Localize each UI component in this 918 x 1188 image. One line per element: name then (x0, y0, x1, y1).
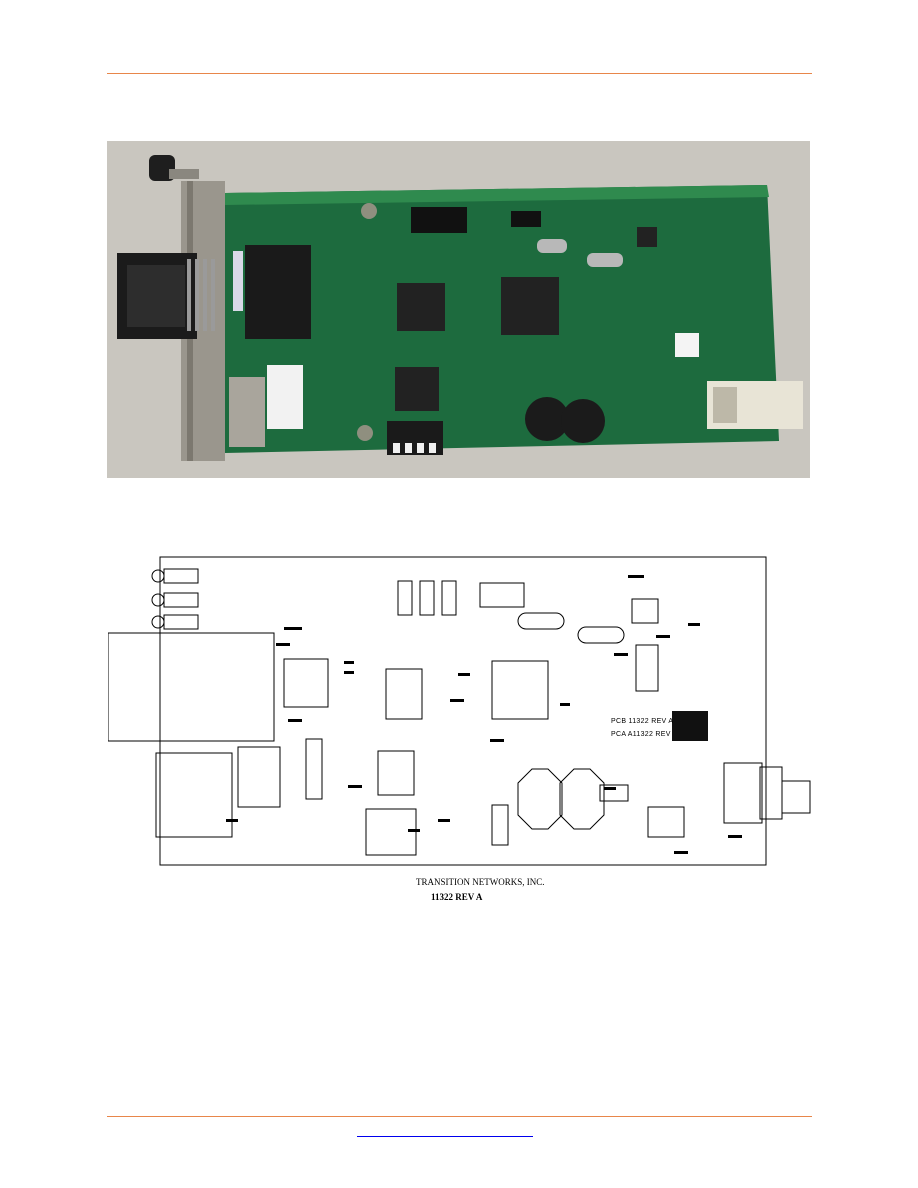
footer-link[interactable] (357, 1125, 533, 1137)
pcb-layout-drawing: PCB 11322 REV A PCA A11322 REV (108, 553, 818, 868)
header-rule (107, 73, 812, 74)
circuit-board-photo-icon (107, 141, 810, 478)
footer-rule (107, 1116, 812, 1117)
pcb-label: PCB 11322 REV A (611, 718, 674, 725)
pcb-silkscreen-layout-icon (108, 556, 811, 866)
board-photo (107, 141, 810, 478)
revision-caption: 11322 REV A (431, 892, 483, 902)
company-caption: TRANSITION NETWORKS, INC. (416, 877, 545, 887)
pca-label: PCA A11322 REV (611, 731, 671, 738)
